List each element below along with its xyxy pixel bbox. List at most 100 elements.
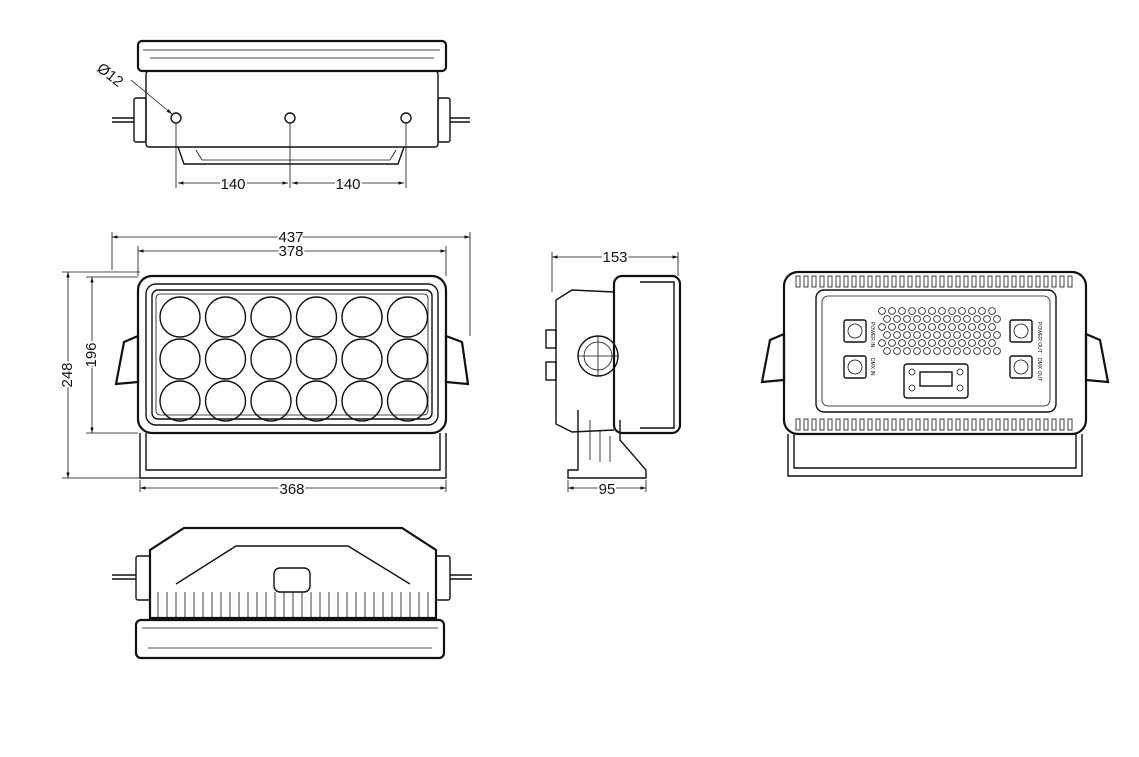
cooling-fin (939, 275, 945, 288)
vent-hole (983, 347, 991, 355)
vent-hole (898, 307, 906, 315)
led-lens (204, 380, 247, 422)
housing-height-label: 196 (83, 342, 100, 367)
vent-hole (963, 331, 971, 339)
vent-hole (948, 307, 956, 315)
cooling-fin (1011, 275, 1017, 288)
side-view: 153 95 (545, 247, 682, 500)
overall-width-label: 437 (278, 229, 303, 246)
cooling-fin (1027, 418, 1033, 431)
vent-hole (938, 323, 946, 331)
mount-hole-center (284, 112, 296, 124)
vent-hole (968, 339, 976, 347)
vent-hole (933, 347, 941, 355)
led-grid (159, 296, 429, 422)
vent-hole (893, 347, 901, 355)
cooling-fin (955, 275, 961, 288)
mount-hole-right (400, 112, 412, 124)
cooling-fin (1067, 418, 1073, 431)
led-lens (386, 296, 429, 338)
cooling-fin (1067, 275, 1073, 288)
cooling-fin (907, 275, 913, 288)
vent-hole (918, 307, 926, 315)
top-view: Ø12 140 140 (94, 39, 470, 195)
bottom-handle (273, 567, 311, 593)
cooling-fin (1035, 275, 1041, 288)
cooling-fin (891, 275, 897, 288)
base-width-label: 368 (279, 481, 304, 498)
vent-hole (943, 347, 951, 355)
cooling-fin (987, 275, 993, 288)
top-view-lid (136, 39, 448, 73)
cooling-fin (819, 418, 825, 431)
led-lens (159, 380, 201, 422)
lens-panel (151, 289, 433, 420)
vent-hole (878, 339, 886, 347)
front-handle-right (444, 334, 470, 386)
top-view-body (145, 70, 439, 148)
vent-hole (883, 315, 891, 323)
vent-hole (968, 307, 976, 315)
menu-button (908, 368, 916, 376)
front-view: 437 378 248 196 368 (57, 227, 471, 500)
cooling-fin (899, 275, 905, 288)
vent-hole (938, 307, 946, 315)
vent-hole (973, 347, 981, 355)
vent-hole (893, 315, 901, 323)
front-base (139, 433, 447, 479)
cooling-fin (851, 418, 857, 431)
cooling-fin (915, 275, 921, 288)
vent-hole (963, 347, 971, 355)
vent-hole (953, 347, 961, 355)
bottom-front-bezel (134, 618, 446, 660)
rear-base (787, 434, 1083, 477)
vent-hole (953, 315, 961, 323)
vent-hole (888, 323, 896, 331)
cooling-fin (835, 275, 841, 288)
vent-hole (978, 323, 986, 331)
rear-vent-grid (878, 307, 1001, 355)
vent-hole (913, 347, 921, 355)
led-lens (250, 380, 292, 422)
overall-height-label: 248 (59, 362, 76, 387)
hole-spacing-right-label: 140 (335, 176, 360, 193)
rear-panel (815, 289, 1057, 413)
cooling-fin (843, 418, 849, 431)
vent-hole (958, 339, 966, 347)
cooling-fin (899, 418, 905, 431)
rear-handle-right (1084, 332, 1110, 384)
cooling-fin (859, 275, 865, 288)
dmx-in-label: DMX IN (869, 358, 875, 376)
cooling-fin (995, 275, 1001, 288)
cooling-fin (907, 418, 913, 431)
cooling-fin (963, 418, 969, 431)
led-lens (295, 380, 338, 422)
cooling-fin (803, 275, 809, 288)
cooling-fin (867, 418, 873, 431)
led-lens (250, 296, 292, 338)
cooling-fin (947, 418, 953, 431)
cooling-fin (1011, 418, 1017, 431)
cooling-fin (923, 275, 929, 288)
vent-hole (968, 323, 976, 331)
cooling-fin (971, 275, 977, 288)
cooling-fin (867, 275, 873, 288)
power-out-connector (1009, 319, 1033, 343)
cooling-fin (923, 418, 929, 431)
up-button (908, 384, 916, 392)
cooling-fin (851, 275, 857, 288)
vent-hole (958, 323, 966, 331)
cooling-fin (963, 275, 969, 288)
vent-hole (988, 307, 996, 315)
enter-button (956, 384, 964, 392)
vent-hole (983, 331, 991, 339)
cooling-fin (811, 275, 817, 288)
vent-hole (883, 331, 891, 339)
side-bracket (567, 410, 647, 479)
vent-hole (933, 315, 941, 323)
housing-width-label: 378 (278, 243, 303, 260)
vent-hole (878, 323, 886, 331)
bottom-view (112, 526, 472, 660)
cooling-fin (979, 418, 985, 431)
